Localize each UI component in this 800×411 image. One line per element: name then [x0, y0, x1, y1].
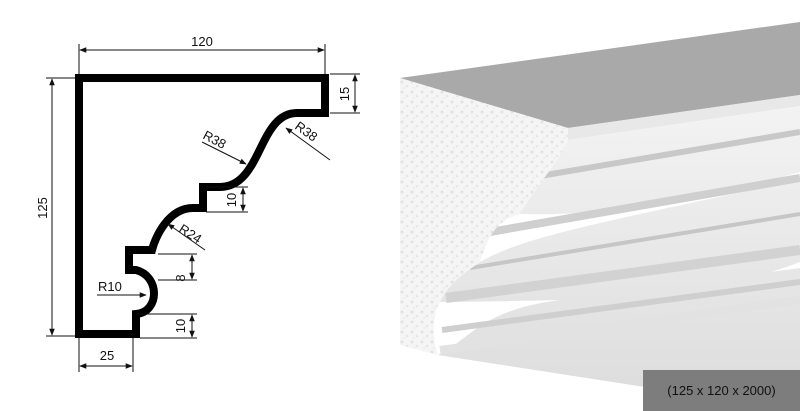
radius-lower-bead-label: R10 — [98, 279, 122, 294]
overall-height-label: 125 — [35, 197, 50, 219]
step-upper-label: 10 — [224, 193, 239, 207]
overall-width-label: 120 — [191, 34, 213, 49]
dimension-bottom-width: 25 — [78, 338, 134, 372]
profile-outline — [75, 74, 329, 338]
radius-upper-concave: R38 — [201, 127, 247, 165]
size-badge: (125 x 120 x 2000) — [643, 370, 800, 411]
dimension-overall-width: 120 — [78, 34, 326, 74]
radius-middle-label: R24 — [176, 221, 204, 247]
molding-end-cap — [400, 78, 568, 355]
dimension-overall-height: 125 — [35, 77, 75, 337]
radius-upper-convex: R38 — [285, 118, 331, 161]
profile-section — [75, 74, 329, 338]
dimension-top-band: 15 — [330, 73, 360, 114]
step-middle-label: 8 — [173, 274, 188, 281]
dimension-step-lower: 10 — [140, 313, 197, 339]
radius-upper-convex-label: R38 — [292, 118, 320, 144]
size-badge-label: (125 x 120 x 2000) — [667, 383, 776, 398]
dimension-step-upper: 10 — [206, 186, 248, 213]
radius-lower-bead: R10 — [97, 279, 147, 298]
dimension-step-middle: 8 — [158, 253, 197, 282]
molding-front-band — [568, 95, 800, 140]
molding-3d-render — [400, 22, 800, 411]
top-band-label: 15 — [337, 87, 352, 101]
molding-top-face — [400, 22, 800, 128]
bottom-width-label: 25 — [100, 348, 114, 363]
radius-middle: R24 — [167, 221, 206, 251]
step-lower-label: 10 — [173, 319, 188, 333]
